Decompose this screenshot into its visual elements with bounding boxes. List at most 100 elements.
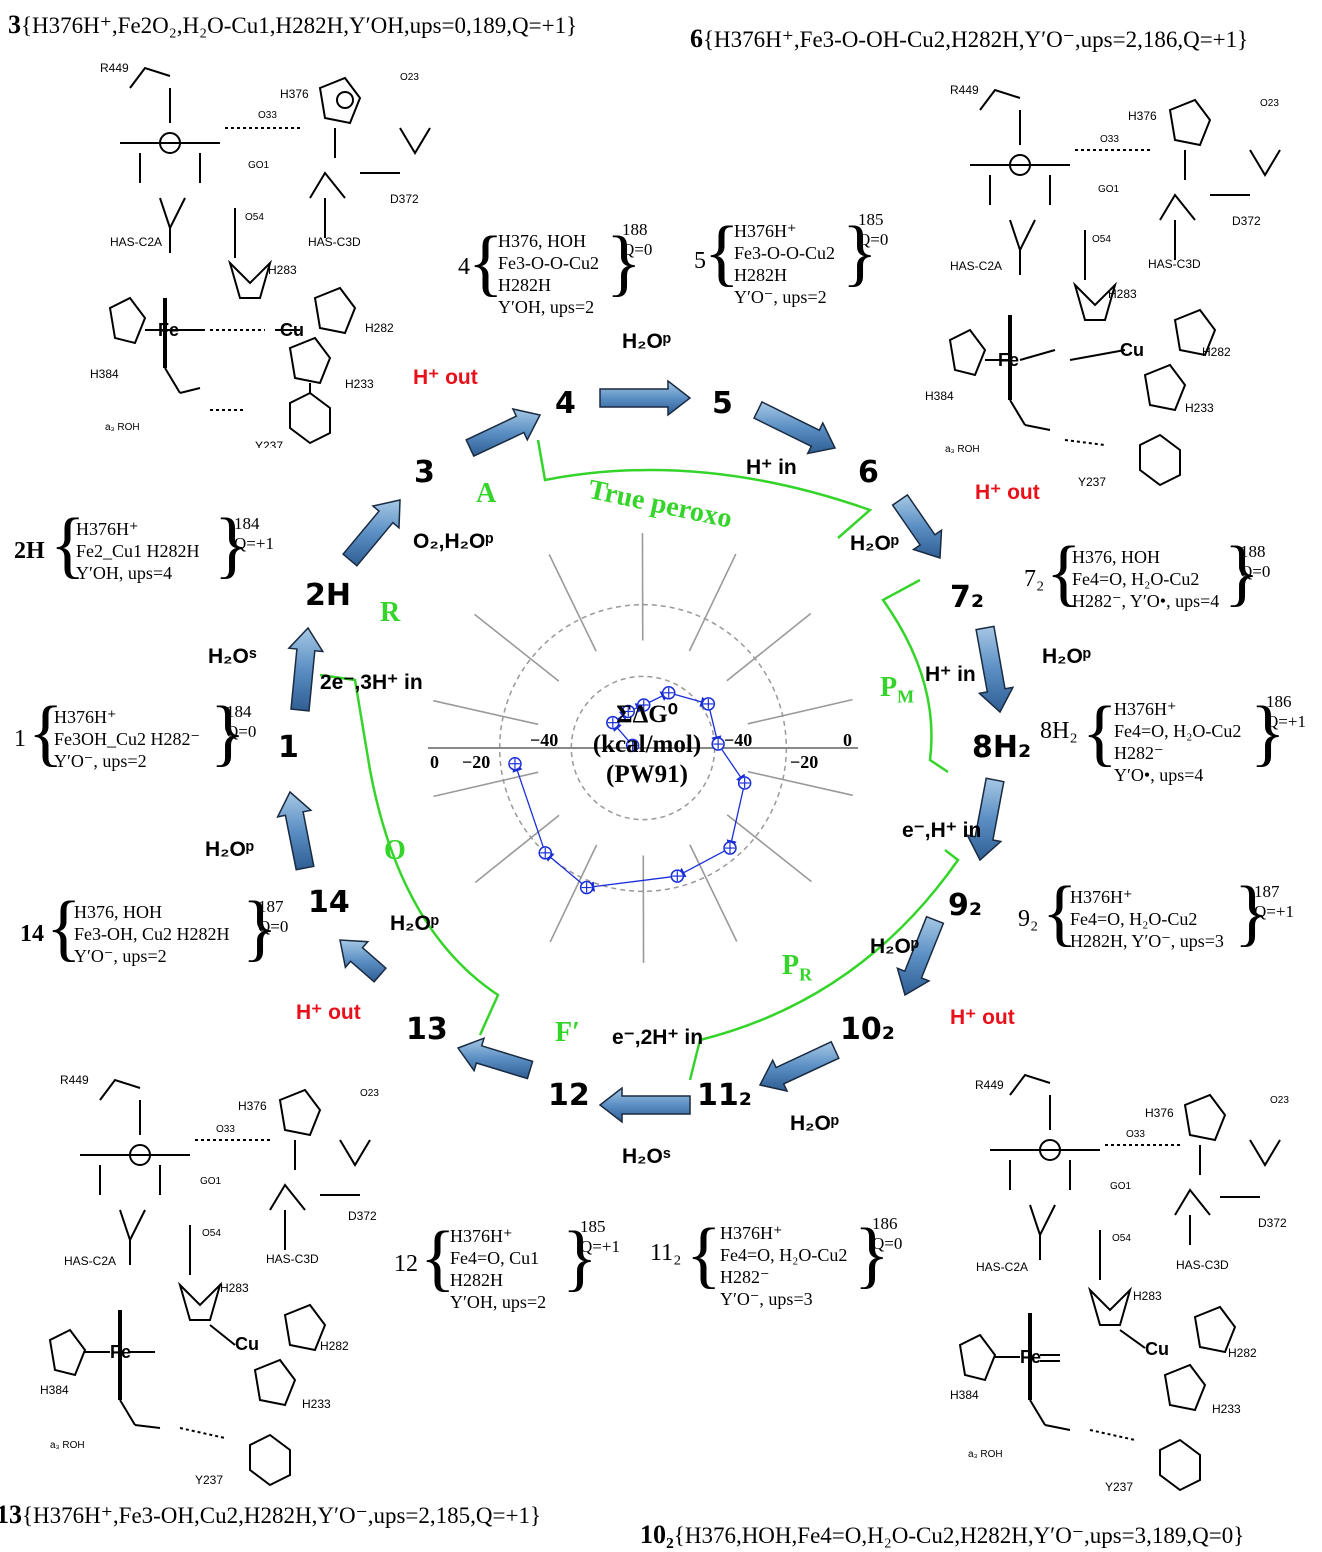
polar-chart-title: ΣΔG⁰ (kcal/mol) (PW91) xyxy=(592,700,702,790)
label-H283: H283 xyxy=(1133,1289,1162,1303)
label-HAS-C3D: HAS-C3D xyxy=(1148,257,1201,271)
phase-PR: PR xyxy=(782,950,813,985)
arrow-1-to-2H xyxy=(287,626,325,712)
label-H233: H233 xyxy=(302,1397,331,1411)
label-GO1: GO1 xyxy=(248,160,270,171)
reagent-h2o-7: H₂Oᵖ xyxy=(1042,645,1092,668)
label-GO1: GO1 xyxy=(200,1176,222,1187)
phase-O: O xyxy=(384,835,406,866)
label-Y237: Y237 xyxy=(195,1473,223,1487)
label-R449: R449 xyxy=(100,61,129,75)
label-O54: O54 xyxy=(245,212,264,223)
header-state-3: 3{H376H⁺,Fe2O₂,H₂O-Cu1,H282H,Y′OH,ups=0,… xyxy=(8,10,578,39)
reagent-o2-h2o-2H: O₂,H₂Oᵖ xyxy=(413,530,494,553)
label-O54: O54 xyxy=(1092,234,1111,245)
reagent-h2o-9: H₂Oᵖ xyxy=(870,935,920,958)
polar-spoke-11 xyxy=(689,844,738,942)
phase-PM: PM xyxy=(880,672,915,707)
state-label-12: 12 xyxy=(548,1078,590,1113)
arrow-10-to-11 xyxy=(758,1040,840,1093)
label-O23: O23 xyxy=(360,1088,379,1099)
reagent-hout-13: H⁺ out xyxy=(296,1001,361,1024)
svg-text:Cu: Cu xyxy=(1145,1339,1169,1359)
state-label-9: 9₂ xyxy=(948,888,983,923)
state-label-1: 1 xyxy=(278,730,299,765)
data-point-8 xyxy=(723,841,737,855)
reagent-hin-5: H⁺ in xyxy=(746,456,797,479)
polar-spoke-12 xyxy=(726,814,812,883)
info-box-9: 9₂ { H376H⁺Fe4=O, H₂O-Cu2 H282H, Y′O⁻, u… xyxy=(1018,872,1294,954)
series-segment-9 xyxy=(584,875,678,892)
info-box-8H2: 8H₂ { H376H⁺Fe4=O, H₂O-Cu2 H282⁻Y′O•, up… xyxy=(1040,692,1306,785)
arrow-8-to-9 xyxy=(965,777,1005,862)
label-a3ROH: a₃ ROH xyxy=(945,444,980,455)
label-HAS-C2A: HAS-C2A xyxy=(976,1260,1028,1274)
svg-text:Fe: Fe xyxy=(158,320,179,340)
series-segment-4 xyxy=(668,692,711,707)
label-H282: H282 xyxy=(1202,345,1231,359)
label-H233: H233 xyxy=(345,377,374,391)
data-point-11 xyxy=(538,846,552,860)
state-label-8H2: 8H₂ xyxy=(972,730,1032,765)
phase-A: A xyxy=(476,478,497,509)
polar-energy-chart xyxy=(428,532,858,964)
label-O54: O54 xyxy=(202,1228,221,1239)
reagent-e-hin-8: e⁻,H⁺ in xyxy=(902,819,982,842)
label-Y237: Y237 xyxy=(1105,1480,1133,1494)
reagent-hout-3: H⁺ out xyxy=(413,366,478,389)
chart-title-line-2: (kcal/mol) xyxy=(592,731,702,758)
reagent-h2os-1: H₂Oˢ xyxy=(208,645,257,668)
arrow-2H-to-3 xyxy=(342,499,401,567)
label-O33: O33 xyxy=(258,110,277,121)
arrow-9-to-10 xyxy=(896,915,945,997)
state-label-4: 4 xyxy=(555,386,576,421)
phase-F-prime: F′ xyxy=(555,1017,580,1048)
label-R449: R449 xyxy=(60,1073,89,1087)
label-H233: H233 xyxy=(1212,1402,1241,1416)
label-HAS-C2A: HAS-C2A xyxy=(110,235,162,249)
header-state-6: 6{H376H⁺,Fe3-O-OH-Cu2,H282H,Y′O⁻,ups=2,1… xyxy=(690,24,1249,53)
reagent-h2o-14: H₂Oᵖ xyxy=(205,838,255,861)
label-O54: O54 xyxy=(1112,1233,1131,1244)
polar-spoke-5 xyxy=(474,613,560,682)
ring-pm xyxy=(881,578,949,774)
state-label-6: 6 xyxy=(858,455,879,490)
label-H282: H282 xyxy=(365,321,394,335)
info-box-2H: 2H { H376H⁺Fe2_Cu1 H282H Y′OH, ups=4 } 1… xyxy=(14,504,274,586)
tick-label-left-20: −20 xyxy=(462,752,491,772)
state-label-7: 7₂ xyxy=(950,580,985,615)
label-O33: O33 xyxy=(1126,1129,1145,1140)
label-H283: H283 xyxy=(1108,287,1137,301)
polar-spoke-2 xyxy=(688,553,737,652)
state-label-3: 3 xyxy=(414,455,435,490)
reagent-2e-3hin-1: 2e⁻,3H⁺ in xyxy=(320,671,423,694)
label-H376: H376 xyxy=(238,1099,267,1113)
arrow-7-to-8 xyxy=(975,625,1015,714)
data-point-4 xyxy=(661,686,676,700)
label-HAS-C3D: HAS-C3D xyxy=(266,1252,319,1266)
header-state-10: 10₂{H376,HOH,Fe4=O,H₂O-Cu2,H282H,Y′O⁻,up… xyxy=(640,1520,1245,1549)
data-point-6 xyxy=(711,737,725,751)
header-state-13: 13{H376H⁺,Fe3-OH,Cu2,H282H,Y′O⁻,ups=2,18… xyxy=(0,1500,541,1529)
label-H283: H283 xyxy=(268,263,297,277)
reagent-h2o-13: H₂Oᵖ xyxy=(390,912,440,935)
svg-text:Cu: Cu xyxy=(280,320,304,340)
data-point-9 xyxy=(670,869,685,883)
data-point-5 xyxy=(701,697,716,711)
label-O23: O23 xyxy=(400,72,419,83)
polar-spoke-9 xyxy=(549,844,598,943)
series-segment-11 xyxy=(512,761,546,854)
polar-spoke-13 xyxy=(747,770,853,797)
process-arrows xyxy=(276,379,1015,1124)
polar-spoke-6 xyxy=(433,699,539,726)
tick-label-left-40: −40 xyxy=(530,730,559,750)
data-point-0 xyxy=(625,738,640,753)
label-H233: H233 xyxy=(1185,401,1214,415)
structure-state-6: R449 H376 O23 O33 GO1 O54 D372 HAS-C2A H… xyxy=(925,83,1281,489)
data-point-3 xyxy=(637,698,651,712)
arrow-6-to-7 xyxy=(891,493,943,560)
label-H384: H384 xyxy=(925,389,954,403)
label-Y237: Y237 xyxy=(1078,475,1106,489)
